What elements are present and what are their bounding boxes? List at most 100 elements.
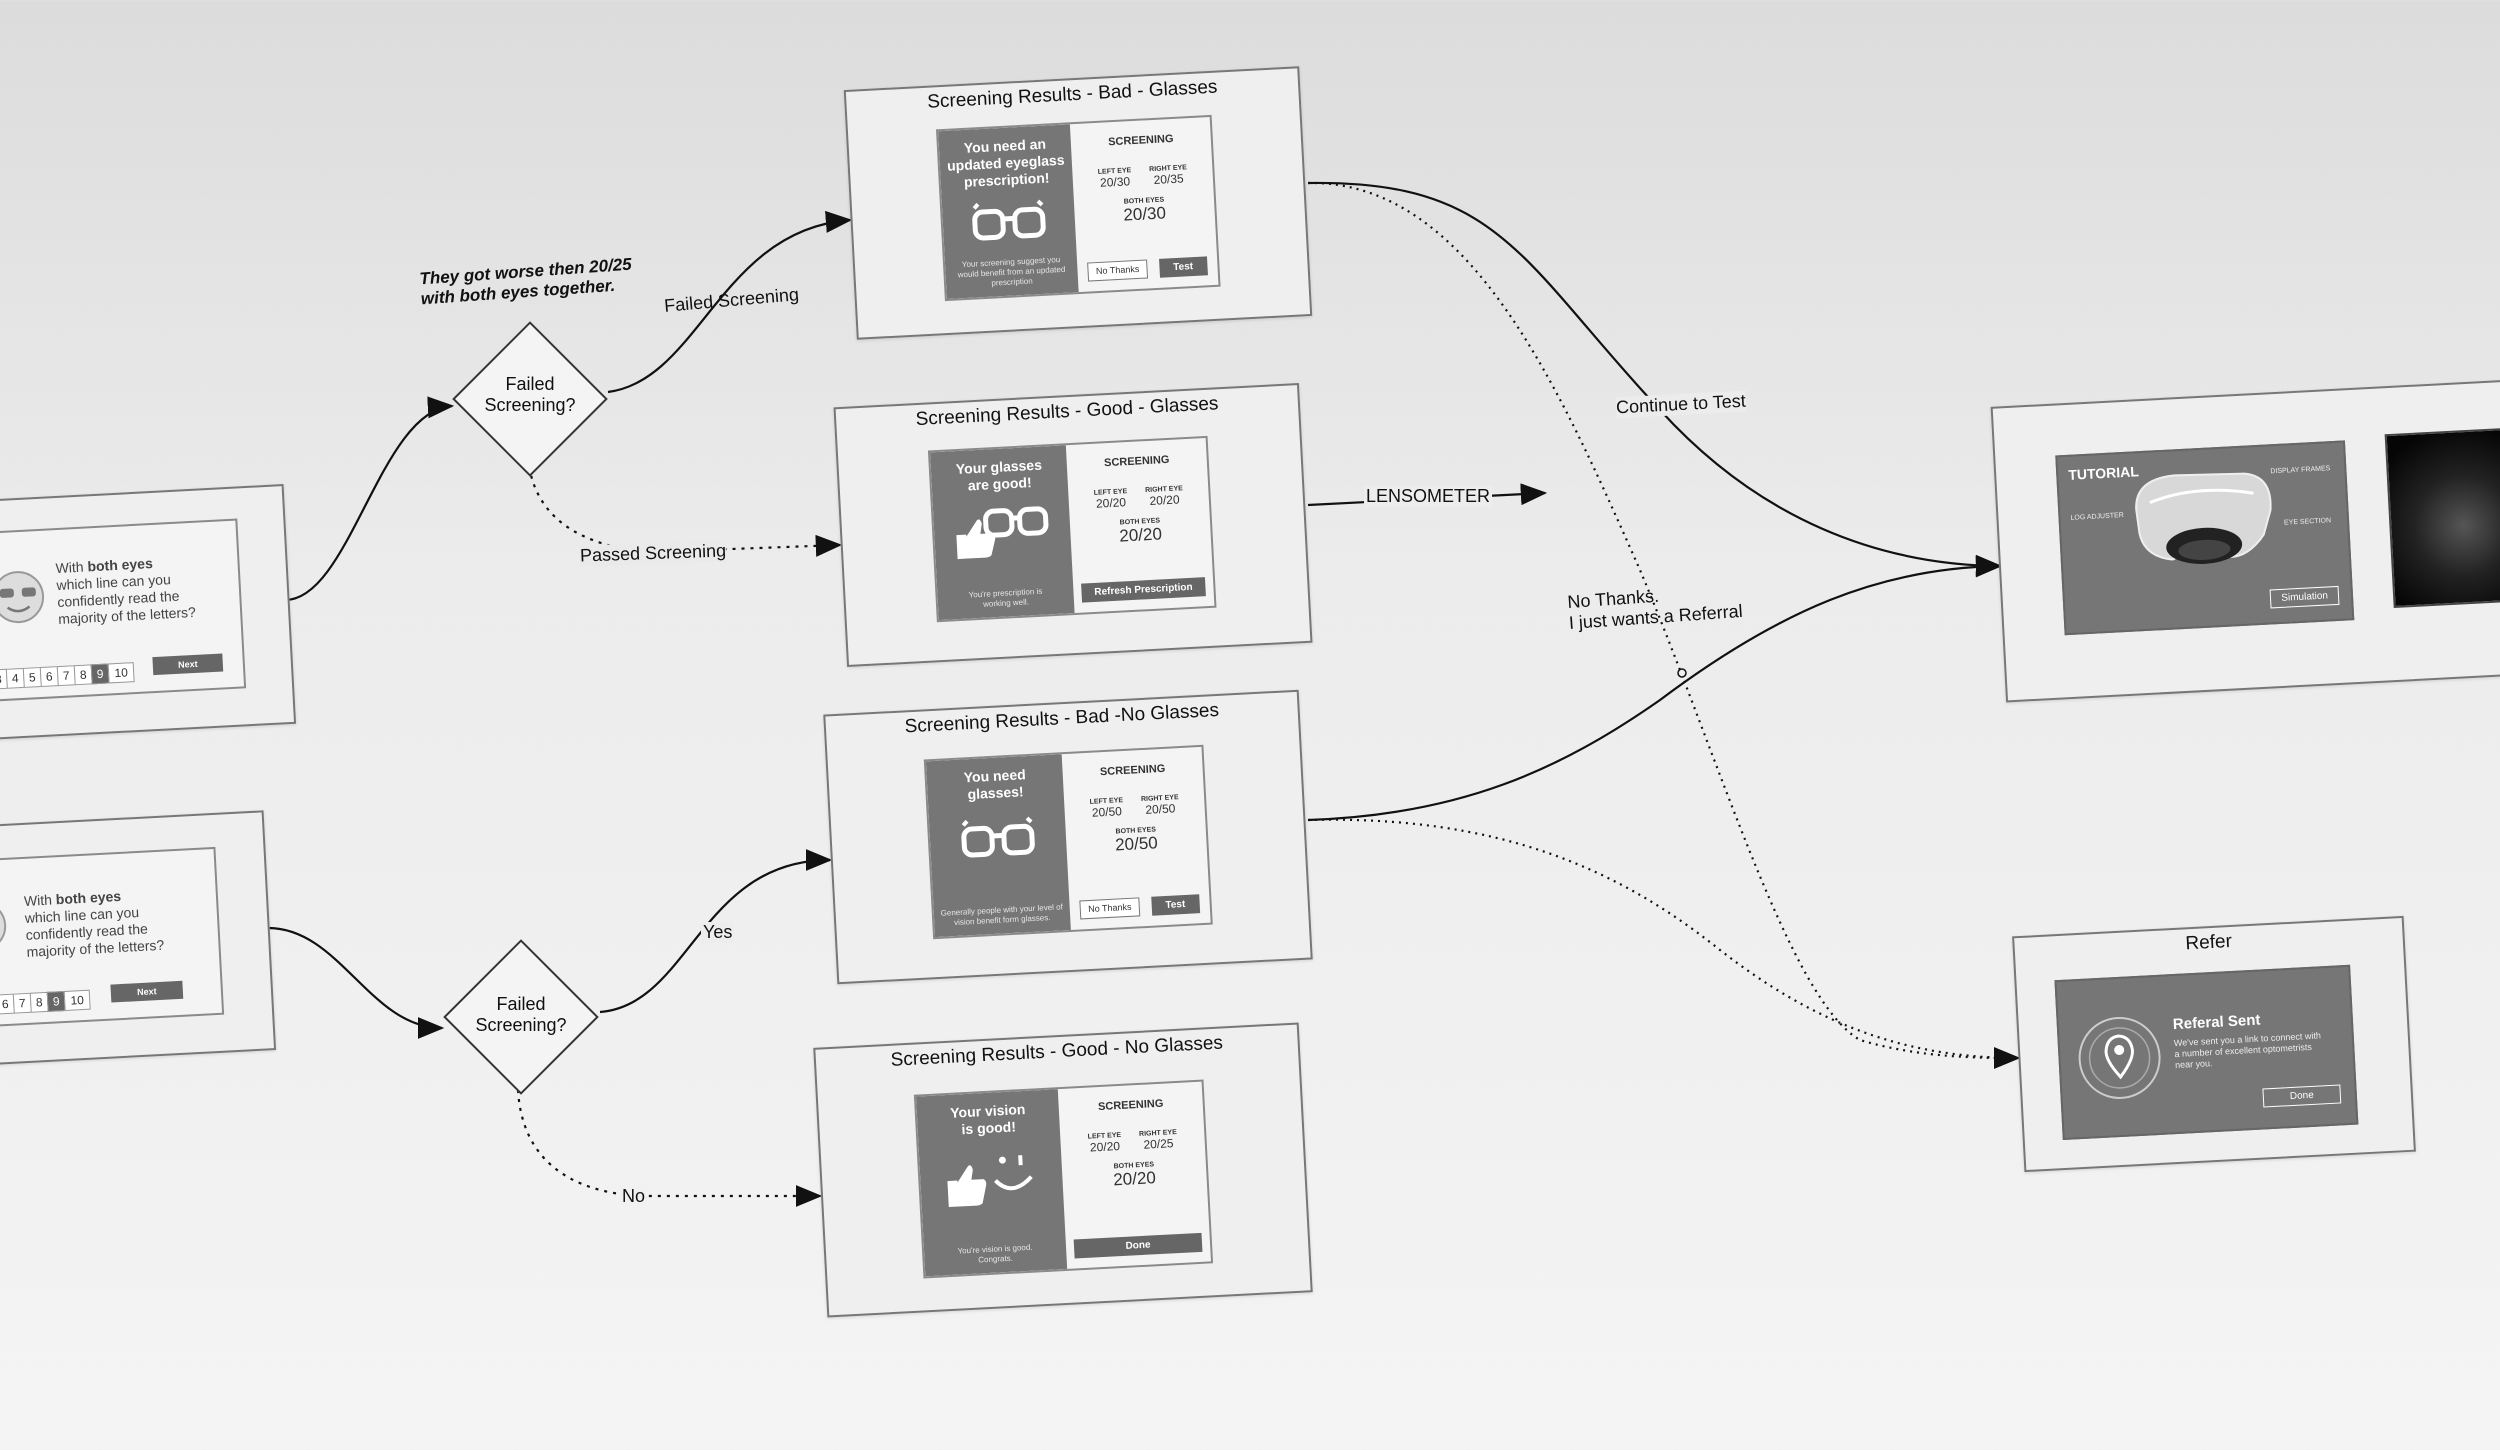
question-screen-2: With both eyes which line can you confid…	[0, 846, 225, 1028]
result-message-panel: Your vision is good! You're vision is go…	[915, 1089, 1068, 1277]
refer-card: Refer Referal Sent We've sent you a link…	[2012, 915, 2416, 1173]
edge-passed-screening	[526, 457, 843, 557]
result-screen: You need an updated eyeglass prescriptio…	[935, 114, 1221, 302]
done-button[interactable]: Done	[1073, 1232, 1203, 1259]
refresh-prescription-button[interactable]: Refresh Prescription	[1081, 577, 1206, 603]
edge-yes	[599, 849, 833, 1014]
result-message-panel: You need glasses! Generally people with …	[925, 754, 1071, 938]
result-screen: You need glasses! Generally people with …	[923, 744, 1213, 940]
face-with-glasses-icon	[0, 571, 45, 624]
label-lensometer: LENSOMETER	[1364, 486, 1493, 507]
result-card-bad-glasses: Screening Results - Bad - Glasses You ne…	[843, 66, 1313, 340]
question-1-with: With	[55, 558, 88, 577]
tutorial-callout-right-mid: EYE SECTION	[2283, 517, 2332, 527]
glasses-icon	[972, 199, 1046, 241]
result-message: You need glasses!	[963, 766, 1027, 803]
decision-bottom-line-1: Failed	[496, 994, 546, 1014]
screening-heading: SCREENING	[1103, 453, 1170, 470]
decision-bottom-line-2: Screening?	[475, 1015, 567, 1035]
edge-q1-to-diamond1	[284, 396, 455, 602]
thumbs-up-glasses-icon	[956, 506, 1049, 560]
simulation-button[interactable]: Simulation	[2269, 585, 2340, 609]
result-small-text: Generally people with your level of visi…	[940, 902, 1064, 928]
edge-failed-screening	[607, 210, 853, 394]
left-eye-value: 20/30	[1099, 174, 1131, 190]
screening-heading: SCREENING	[1097, 1097, 1164, 1114]
screening-heading: SCREENING	[1107, 132, 1174, 149]
next-button-2[interactable]: Next	[110, 980, 184, 1003]
label-yes: Yes	[701, 922, 735, 943]
no-thanks-button[interactable]: No Thanks	[1079, 897, 1141, 920]
decision-text-bottom: Failed Screening?	[461, 994, 581, 1036]
decision-top-line-2: Screening?	[484, 395, 576, 415]
test-button[interactable]: Test	[1158, 256, 1208, 278]
test-button[interactable]: Test	[1151, 894, 1200, 916]
line-hop	[1677, 668, 1687, 678]
tutorial-callout-right-top: DISPLAY FRAMES	[2270, 465, 2331, 476]
face-icon	[0, 901, 7, 952]
tutorial-screen: TUTORIAL LOG ADJUSTER DISPLAY FRAMES EYE…	[2055, 440, 2355, 636]
result-message: Your glasses are good!	[955, 456, 1043, 494]
result-small-text: You're vision is good. Congrats.	[957, 1242, 1033, 1265]
vr-headset-image	[2135, 472, 2272, 564]
question-card-2: With both eyes which line can you confid…	[0, 810, 277, 1066]
left-eye-value: 20/20	[1089, 1138, 1121, 1155]
edge-bad-no-glasses-to-refer	[1307, 818, 2021, 1069]
tutorial-callout-left: LOG ADJUSTER	[2070, 512, 2124, 522]
refer-screen: Referal Sent We've sent you a link to co…	[2054, 964, 2359, 1141]
decision-top-line-1: Failed	[505, 374, 555, 394]
right-eye-value: 20/25	[1143, 1136, 1174, 1152]
tutorial-next-screen-image	[2384, 424, 2500, 609]
result-buttons: No Thanks Test	[1075, 894, 1204, 920]
right-eye-value: 20/20	[1149, 492, 1180, 508]
line-selector-2: 5 6 7 8 9 10	[0, 989, 91, 1016]
question-text-1: With both eyes which line can you confid…	[55, 553, 196, 628]
tutorial-card: TUTORIAL LOG ADJUSTER DISPLAY FRAMES EYE…	[1990, 377, 2500, 703]
result-card-good-no-glasses: Screening Results - Good - No Glasses Yo…	[813, 1022, 1313, 1318]
result-buttons: No Thanks Test	[1083, 256, 1212, 282]
result-small-text: Your screening suggest you would benefit…	[957, 255, 1066, 288]
question-screen-1: With both eyes which line can you confid…	[0, 518, 247, 702]
screening-heading: SCREENING	[1099, 762, 1166, 779]
result-screen: Your glasses are good! You're prescripti…	[927, 435, 1217, 623]
result-message: Your vision is good!	[949, 1100, 1026, 1138]
location-pin-icon	[2078, 1016, 2161, 1099]
edge-q2-to-diamond2	[267, 926, 445, 1039]
result-message-panel: You need an updated eyeglass prescriptio…	[938, 124, 1079, 299]
result-message-panel: Your glasses are good! You're prescripti…	[930, 445, 1075, 621]
no-thanks-button[interactable]: No Thanks	[1087, 259, 1148, 282]
glasses-icon	[961, 816, 1035, 858]
decision-text-top: Failed Screening?	[470, 374, 590, 416]
line-selector-1: 3 4 5 6 7 8 9 10	[0, 662, 135, 690]
line-option[interactable]: 10	[63, 989, 91, 1011]
edge-bad-glasses-to-refer	[1307, 181, 2021, 1069]
next-button-1[interactable]: Next	[152, 653, 224, 676]
question-2-with: With	[23, 891, 57, 909]
right-eye-value: 20/50	[1145, 801, 1176, 817]
left-eye-value: 20/50	[1091, 804, 1123, 820]
question-text-2: With both eyes which line can you confid…	[24, 886, 165, 961]
refer-done-button[interactable]: Done	[2262, 1084, 2342, 1108]
result-small-text: You're prescription is working well.	[968, 586, 1043, 609]
label-no: No	[620, 1186, 648, 1207]
line-option[interactable]: 10	[107, 662, 135, 684]
